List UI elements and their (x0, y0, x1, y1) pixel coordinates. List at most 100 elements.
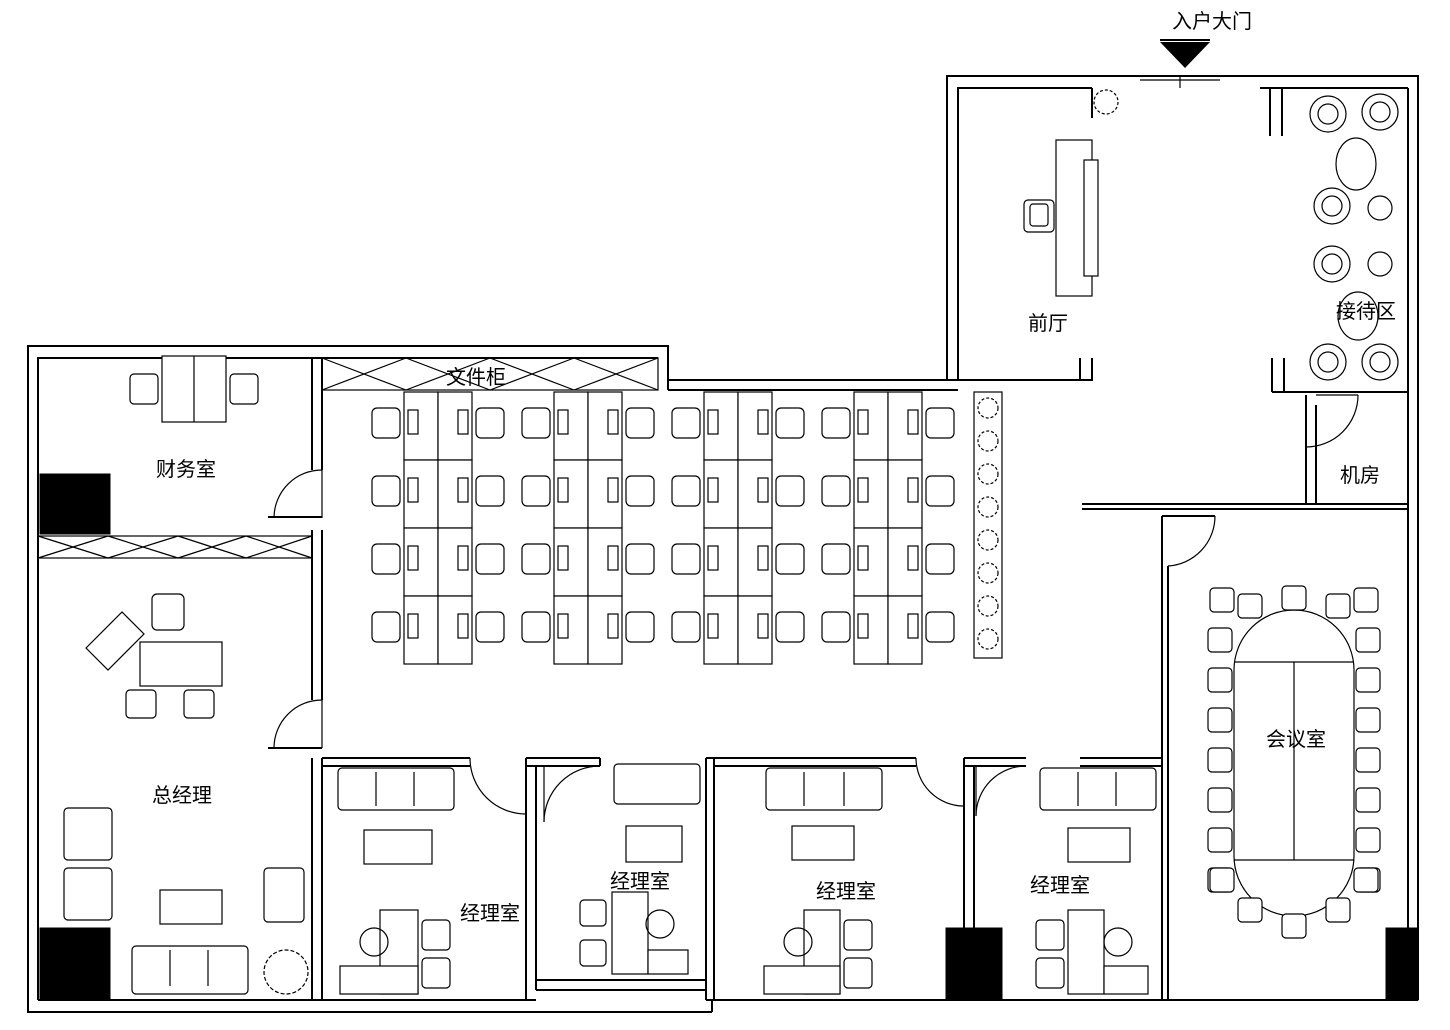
manager-room-label: 经理室 (460, 901, 520, 925)
general-manager-label: 总经理 (152, 783, 212, 807)
office-chair-icon (625, 543, 655, 575)
workstation (371, 595, 505, 665)
meeting-table (1233, 609, 1355, 917)
manager-room-label: 经理室 (816, 879, 876, 903)
office-chair-icon (1281, 913, 1307, 939)
office-chair-icon (925, 407, 955, 439)
workstation (371, 527, 505, 597)
office-chair-icon (1209, 867, 1235, 893)
office-chair-icon (1237, 897, 1263, 923)
workstation (821, 527, 955, 597)
office-chair-icon (821, 407, 851, 439)
entrance-arrow-icon (1160, 42, 1210, 68)
office-chair-icon (1207, 667, 1233, 693)
office-chair-icon (625, 611, 655, 643)
workstation (671, 595, 805, 665)
office-chair-icon (625, 475, 655, 507)
office-chair-icon (925, 475, 955, 507)
office-chair-icon (1207, 787, 1233, 813)
office-chair-icon (821, 611, 851, 643)
entrance-label: 入户大门 (1172, 9, 1252, 33)
manager-room-label: 经理室 (610, 869, 670, 893)
office-chair-icon (1353, 867, 1379, 893)
office-chair-icon (475, 407, 505, 439)
office-chair-icon (371, 475, 401, 507)
office-chair-icon (1353, 587, 1379, 613)
office-chair-icon (821, 543, 851, 575)
walls (27, 75, 1419, 1013)
workstation (671, 459, 805, 529)
reception-label: 接待区 (1336, 299, 1396, 323)
workstation (821, 459, 955, 529)
office-chair-icon (1207, 585, 1381, 939)
office-chair-icon (925, 543, 955, 575)
file-cabinet-label: 文件柜 (446, 365, 506, 389)
workstation (821, 391, 955, 461)
workstation (671, 527, 805, 597)
office-chair-icon (1355, 747, 1381, 773)
workstation (821, 595, 955, 665)
lobby-label: 前厅 (1028, 311, 1068, 335)
office-chair-icon (371, 611, 401, 643)
office-chair-icon (475, 611, 505, 643)
column (1385, 927, 1419, 1001)
office-chair-icon (1325, 593, 1351, 619)
office-chair-icon (371, 543, 401, 575)
office-chair-icon (1355, 827, 1381, 853)
office-chair-icon (371, 407, 401, 439)
potted-plant-icon (973, 391, 1003, 659)
server-room-label: 机房 (1340, 463, 1380, 487)
meeting-room-label: 会议室 (1266, 727, 1326, 751)
manager-office-furniture (337, 763, 1157, 995)
office-chair-icon (775, 475, 805, 507)
office-chair-icon (1325, 897, 1351, 923)
office-chair-icon (475, 543, 505, 575)
office-chair-icon (1207, 707, 1233, 733)
room-labels: 入户大门 前厅 接待区 文件柜 财务室 机房 总经理 会议室 经理室 经理室 经… (152, 9, 1396, 925)
office-chair-icon (1355, 787, 1381, 813)
office-chair-icon (1281, 585, 1307, 611)
column (39, 927, 111, 1001)
column (39, 473, 111, 535)
office-chair-icon (1207, 627, 1233, 653)
office-chair-icon (821, 475, 851, 507)
office-chair-icon (671, 475, 701, 507)
office-chair-icon (521, 611, 551, 643)
office-chair-icon (521, 407, 551, 439)
gm-furniture (63, 593, 309, 995)
door-swing-icon (273, 76, 1359, 823)
workstation (521, 527, 655, 597)
workstation (521, 595, 655, 665)
open-workspace-desks (371, 391, 955, 665)
column (945, 927, 1003, 1001)
office-chair-icon (625, 407, 655, 439)
workstation (521, 459, 655, 529)
office-chair-icon (671, 407, 701, 439)
office-chair-icon (521, 543, 551, 575)
office-chair-icon (775, 543, 805, 575)
office-chair-icon (1209, 587, 1235, 613)
manager-room-label: 经理室 (1030, 873, 1090, 897)
office-chair-icon (1237, 593, 1263, 619)
office-chair-icon (1355, 667, 1381, 693)
office-chair-icon (1355, 707, 1381, 733)
office-chair-icon (775, 611, 805, 643)
office-chair-icon (775, 407, 805, 439)
office-chair-icon (1207, 747, 1233, 773)
office-chair-icon (521, 475, 551, 507)
reception-furniture (1309, 93, 1399, 381)
office-chair-icon (1355, 627, 1381, 653)
potted-plant-icon (1093, 89, 1119, 115)
workstation (371, 391, 505, 461)
office-chair-icon (475, 475, 505, 507)
workstation (371, 459, 505, 529)
finance-desks (129, 355, 259, 423)
front-desk (1023, 139, 1099, 297)
office-chair-icon (925, 611, 955, 643)
finance-room-label: 财务室 (156, 457, 216, 481)
office-chair-icon (1207, 827, 1233, 853)
office-chair-icon (671, 611, 701, 643)
workstation (521, 391, 655, 461)
workstation (671, 391, 805, 461)
